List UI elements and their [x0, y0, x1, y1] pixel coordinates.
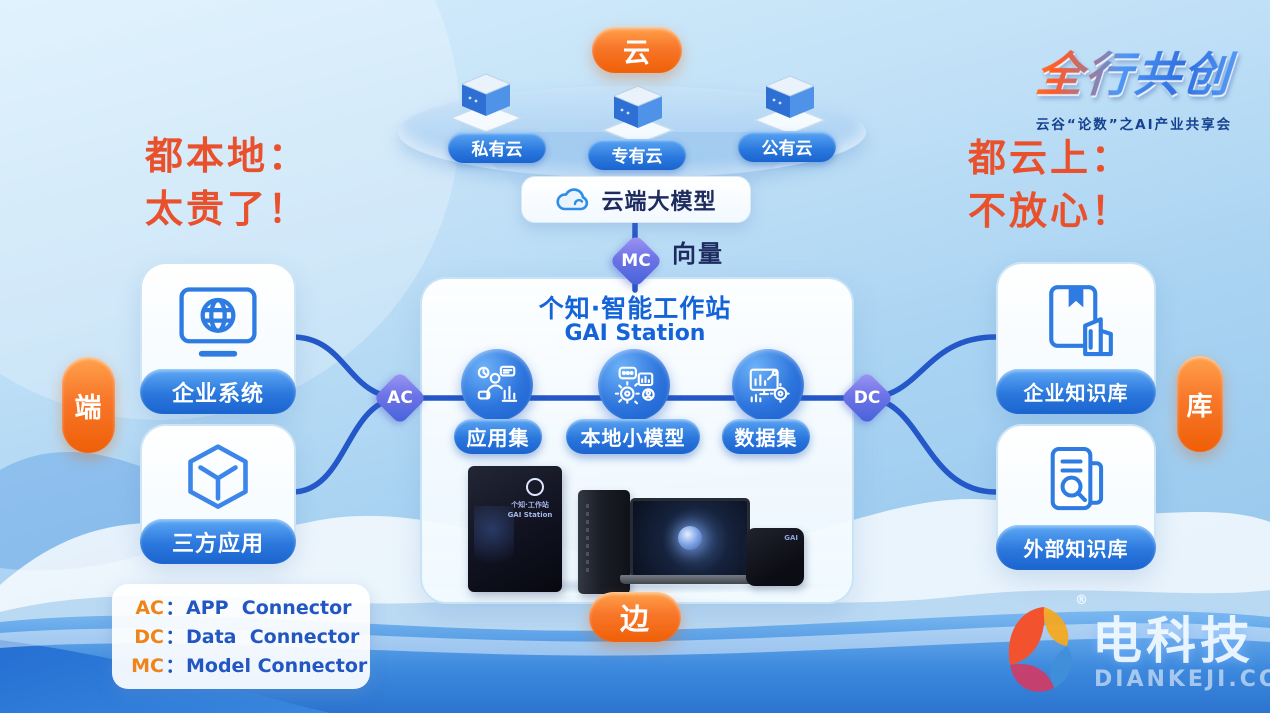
- gai-workstation-tower: 个知·工作站 GAI Station: [468, 466, 562, 592]
- data-connector-diamond: DC: [844, 375, 890, 421]
- app-set-icon: [477, 365, 518, 402]
- cloud-icon: [556, 188, 589, 211]
- tower-device-label: 个知·工作站 GAI Station: [502, 500, 558, 520]
- callout-local-cost: 都本地： 太贵了！: [145, 130, 309, 236]
- dataset-icon: [749, 368, 790, 403]
- callout-line: 不放心！: [968, 189, 1133, 234]
- legend-abbr: DC: [134, 625, 164, 648]
- cloud-model-pill: 云端大模型: [521, 176, 751, 223]
- laptop-wallpaper-orb: [678, 526, 702, 550]
- legend-row-ac: AC ： APP Connector: [112, 596, 370, 620]
- legend-colon: ：: [165, 625, 185, 648]
- app-set-circle: [461, 349, 533, 421]
- bookmark-book-icon: [1049, 285, 1113, 357]
- node-enterprise-system: 企业系统: [140, 262, 296, 414]
- tower-logo-ring: [526, 478, 544, 496]
- dedicated-cloud-label: 专有云: [588, 139, 686, 170]
- tower-label-cn: 个知·工作站: [511, 501, 549, 509]
- module-pill-app-set: 应用集: [454, 419, 542, 454]
- laptop-screen: [630, 498, 750, 578]
- zone-pill-cloud: 云: [592, 27, 682, 73]
- document-search-icon: [1050, 446, 1104, 511]
- mini-pc-badge: GAI: [784, 534, 798, 542]
- private-cloud-server-icon: [448, 73, 524, 133]
- cloud-model-label: 云端大模型: [601, 189, 717, 215]
- callout-line: 都本地：: [145, 134, 310, 178]
- cube-icon: [188, 444, 248, 509]
- public-cloud-label: 公有云: [738, 131, 836, 162]
- model-connector-diamond: MC: [613, 238, 659, 284]
- legend-abbr: MC: [131, 654, 164, 677]
- registered-mark: ®: [1075, 593, 1088, 608]
- legend-abbr: AC: [135, 596, 164, 619]
- legend-colon: ：: [165, 596, 185, 619]
- callout-line: 太贵了！: [145, 187, 310, 232]
- legend-row-mc: MC ： Model Connector: [112, 654, 370, 678]
- legend-row-dc: DC ： Data Connector: [112, 625, 370, 649]
- local-model-circle: [598, 349, 670, 421]
- legend-desc: Data Connector: [186, 625, 360, 648]
- connector-legend: AC ： APP Connector DC ： Data Connector M…: [112, 584, 370, 689]
- media-logo-name: 电科技: [1092, 612, 1254, 670]
- module-pill-local-model: 本地小模型: [566, 419, 700, 454]
- event-logo: 全行共创 云谷“论数”之AI产业共享会: [1012, 36, 1256, 133]
- node-label: 三方应用: [140, 519, 296, 564]
- local-model-icon: [614, 366, 655, 405]
- module-pill-dataset: 数据集: [722, 419, 810, 454]
- station-title-en: GAI Station: [564, 321, 706, 346]
- laptop-base: [620, 575, 754, 584]
- station-title-cn: 个知·智能工作站: [538, 294, 732, 323]
- tower-tree-art: [474, 506, 514, 584]
- model-connector-label: MC: [621, 251, 651, 271]
- zone-pill-terminal: 端: [62, 357, 115, 453]
- node-label: 企业知识库: [996, 369, 1156, 414]
- zone-pill-knowledge: 库: [1177, 356, 1223, 452]
- media-logo: ® 电科技 DIANKEJI.COM: [995, 593, 1270, 705]
- vector-label: 向量: [672, 240, 724, 268]
- private-cloud-label: 私有云: [448, 132, 546, 163]
- dataset-circle: [732, 349, 804, 421]
- media-petal-mark-icon: [1008, 607, 1072, 692]
- legend-colon: ：: [165, 654, 185, 677]
- zone-pill-edge: 边: [589, 592, 681, 642]
- legend-desc: Model Connector: [186, 654, 368, 677]
- node-label: 外部知识库: [996, 525, 1156, 570]
- globe-monitor-icon: [179, 287, 257, 357]
- node-label: 企业系统: [140, 369, 296, 414]
- event-logo-title: 全行共创: [1010, 36, 1259, 105]
- media-logo-domain: DIANKEJI.COM: [1094, 667, 1270, 692]
- event-logo-subtitle: 云谷“论数”之AI产业共享会: [1035, 117, 1233, 133]
- node-third-party-apps: 三方应用: [140, 424, 296, 564]
- node-external-knowledge-base: 外部知识库: [996, 424, 1156, 570]
- dedicated-cloud-server-icon: [600, 85, 676, 145]
- app-connector-label: AC: [387, 388, 413, 408]
- tower-label-en: GAI Station: [507, 511, 553, 520]
- callout-line: 都云上：: [968, 136, 1133, 180]
- mini-pc-device: GAI: [746, 528, 804, 586]
- app-connector-diamond: AC: [377, 375, 423, 421]
- legend-desc: APP Connector: [186, 596, 352, 619]
- node-enterprise-knowledge-base: 企业知识库: [996, 262, 1156, 414]
- data-connector-label: DC: [853, 388, 881, 408]
- public-cloud-server-icon: [752, 75, 828, 135]
- callout-cloud-trust: 都云上： 不放心！: [968, 132, 1132, 238]
